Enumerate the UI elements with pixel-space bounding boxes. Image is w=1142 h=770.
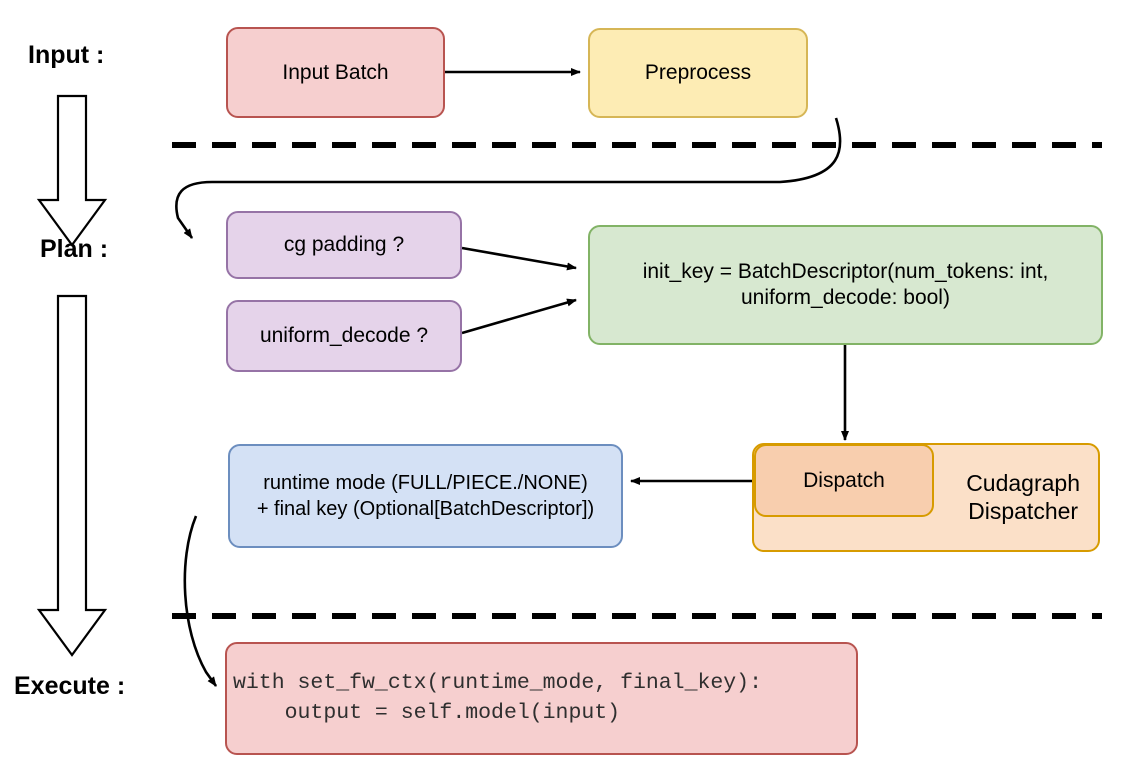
node-cg-padding[interactable]: cg padding ? xyxy=(226,211,462,279)
connector-cg-padding-to-init-key xyxy=(461,246,577,271)
stage-label-input: Input : xyxy=(28,41,105,69)
node-execute-code[interactable]: with set_fw_ctx(runtime_mode, final_key)… xyxy=(225,642,858,755)
node-preprocess[interactable]: Preprocess xyxy=(588,28,808,118)
block-arrow-plan-to-execute xyxy=(36,294,108,657)
node-dispatch-label: Dispatch xyxy=(803,468,885,492)
node-init-key[interactable]: init_key = BatchDescriptor(num_tokens: i… xyxy=(588,225,1103,345)
node-cg-padding-label: cg padding ? xyxy=(283,233,405,257)
stage-label-plan: Plan : xyxy=(40,235,109,263)
node-init-key-label: init_key = BatchDescriptor(num_tokens: i… xyxy=(642,260,1049,309)
block-arrow-input-to-plan xyxy=(36,94,108,247)
connector-uniform-decode-to-init-key xyxy=(461,298,577,335)
node-uniform-decode-label: uniform_decode ? xyxy=(259,324,429,348)
node-execute-code-label: with set_fw_ctx(runtime_mode, final_key)… xyxy=(233,671,762,725)
node-runtime-mode[interactable]: runtime mode (FULL/PIECE./NONE) + final … xyxy=(228,444,623,548)
node-input-batch-label: Input Batch xyxy=(282,60,389,84)
node-preprocess-label: Preprocess xyxy=(644,61,752,85)
node-dispatch[interactable]: Dispatch xyxy=(754,444,934,517)
node-uniform-decode[interactable]: uniform_decode ? xyxy=(226,300,462,372)
node-runtime-mode-label: runtime mode (FULL/PIECE./NONE) + final … xyxy=(256,472,595,520)
stage-label-execute: Execute : xyxy=(14,672,126,700)
node-input-batch[interactable]: Input Batch xyxy=(226,27,445,118)
connector-runtime-mode-to-execute-code xyxy=(183,515,218,687)
node-cudagraph-dispatcher-label: Cudagraph Dispatcher xyxy=(966,470,1080,524)
